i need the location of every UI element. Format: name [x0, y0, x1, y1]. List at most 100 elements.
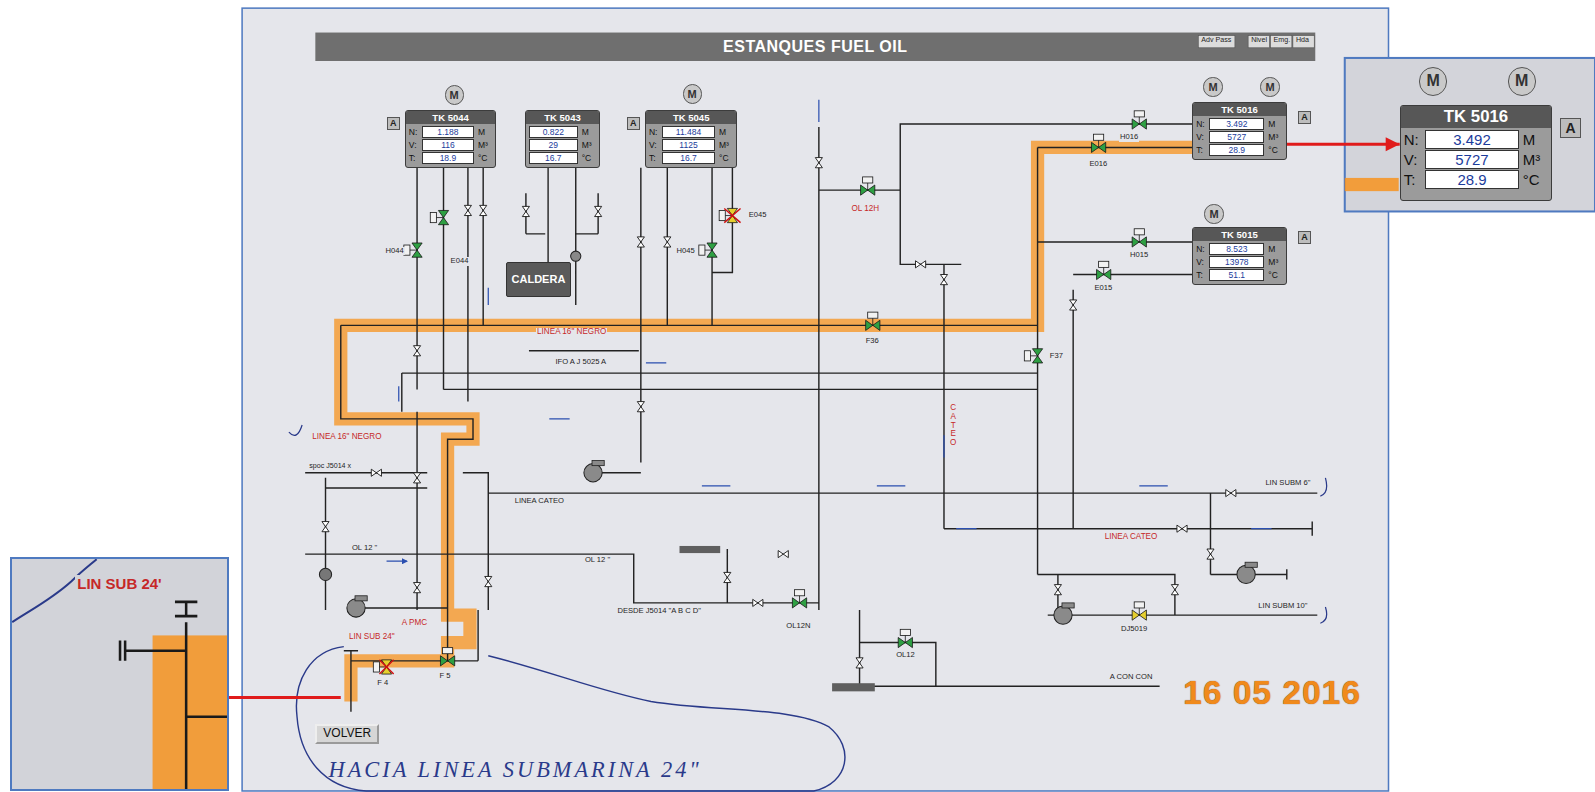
- valve-tag: OL12N: [785, 622, 811, 630]
- inset-label: LIN SUB 24': [75, 575, 163, 592]
- valve-tag: DJ5019: [1120, 625, 1148, 633]
- reading-unit: M: [476, 127, 492, 137]
- reading-unit: M: [1266, 244, 1282, 254]
- alarm-box: A: [627, 117, 640, 130]
- reading-unit: °C: [717, 153, 733, 163]
- motor-circle: M: [1260, 77, 1279, 96]
- node-text: CALDERA: [512, 273, 566, 286]
- node-text: M: [1427, 72, 1440, 90]
- tank-row: T:28.9°C: [1404, 170, 1549, 189]
- valve-tag: E015: [1094, 284, 1114, 292]
- valve-tag: H045: [675, 247, 695, 255]
- tank-name: TK 5016: [1193, 103, 1286, 116]
- tank-row: T:18.9°C: [409, 152, 493, 164]
- valve-tag: E016: [1088, 160, 1108, 168]
- tank-box: TK 50430.822M29M³16.7°C: [525, 110, 600, 168]
- valve-symbol: [1070, 300, 1077, 310]
- reading-label: T:: [1404, 171, 1424, 188]
- valve-symbol: [898, 629, 912, 647]
- valve-symbol: [1132, 229, 1146, 247]
- reading-value: 1125: [662, 139, 715, 151]
- line-name: OL 12H: [850, 205, 880, 214]
- reading-unit: M³: [580, 140, 596, 150]
- valve-tag: H015: [1129, 251, 1149, 259]
- valve-symbol: [480, 205, 487, 215]
- valve-symbol: [699, 243, 717, 257]
- valve-symbol: [753, 599, 763, 606]
- valve-tag: OL12: [895, 651, 916, 659]
- tank-row: T:28.9°C: [1196, 144, 1283, 156]
- tank-name: TK 5043: [526, 111, 599, 124]
- valve-symbol: [637, 237, 644, 247]
- valve-symbol: [637, 402, 644, 412]
- tank-row: T:16.7°C: [649, 152, 734, 164]
- alarm-box: A: [1298, 231, 1311, 244]
- valve-symbol: [404, 243, 422, 257]
- reading-label: T:: [1196, 270, 1207, 280]
- header-bar: [832, 683, 875, 691]
- tank-row: N:3.492M: [1196, 118, 1283, 130]
- line-name: CATEO: [948, 404, 958, 449]
- reading-value: 0.822: [529, 126, 578, 138]
- reading-unit: M: [1521, 131, 1549, 148]
- reading-unit: M: [1266, 119, 1282, 129]
- tank-row: V:13978M³: [1196, 256, 1283, 268]
- valve-tag: F 5: [438, 672, 451, 680]
- reading-label: V:: [649, 140, 660, 150]
- arrow-head: [1386, 137, 1400, 151]
- reading-value: 5727: [1209, 131, 1264, 143]
- alarm-box: A: [387, 117, 400, 130]
- check-mark: [289, 425, 1327, 623]
- tank-row: N:3.492M: [1404, 130, 1549, 149]
- reading-label: N:: [1196, 119, 1207, 129]
- reading-value: 16.7: [529, 152, 578, 164]
- screen-button: [1271, 36, 1292, 48]
- reading-value: 5727: [1425, 150, 1519, 169]
- reading-unit: M³: [1266, 132, 1282, 142]
- hand-drawn-cloud: [296, 647, 844, 791]
- node-text: M: [450, 89, 459, 102]
- tank-row: V:116M³: [409, 139, 493, 151]
- reading-label: T:: [1196, 145, 1207, 155]
- line-name: A PMC: [401, 619, 428, 628]
- tank-row: 0.822M: [529, 126, 596, 138]
- line-name: LINEA CATEO: [1104, 533, 1159, 542]
- button-label: Adv Pass: [1200, 37, 1232, 45]
- pump-symbol: [1054, 603, 1074, 624]
- reading-value: 18.9: [422, 152, 474, 164]
- filter-symbol: [571, 251, 581, 261]
- valve-symbol: [413, 473, 420, 483]
- highlight-route: [153, 635, 229, 791]
- reading-value: 8.523: [1209, 243, 1264, 255]
- reading-unit: °C: [1521, 171, 1549, 188]
- line-name: LIN SUBM 6": [1264, 479, 1311, 487]
- reading-value: 51.1: [1209, 269, 1264, 281]
- valve-symbol: [464, 205, 471, 215]
- valve-tag: F36: [865, 337, 880, 345]
- valve-symbol: [856, 658, 863, 668]
- screen-button: [1293, 36, 1314, 48]
- header-bar: [680, 546, 721, 553]
- diagram-title: ESTANQUES FUEL OIL: [315, 33, 1315, 61]
- node-text: A: [390, 118, 397, 128]
- node-text: A: [1566, 120, 1576, 136]
- zoom-inset: [10, 557, 229, 791]
- reading-value: 11.484: [662, 126, 715, 138]
- reading-unit: °C: [476, 153, 492, 163]
- node-text: M: [1208, 81, 1217, 94]
- reading-label: N:: [409, 127, 420, 137]
- motor-circle: M: [1204, 204, 1223, 223]
- line-name: IFO A J 5025 A: [554, 358, 607, 366]
- valve-symbol: [595, 206, 602, 216]
- tank-box: TK 5016N:3.492MV:5727M³T:28.9°C: [1400, 105, 1553, 202]
- node-text: A: [1301, 232, 1308, 242]
- reading-label: V:: [1404, 151, 1424, 168]
- tank-row: 16.7°C: [529, 152, 596, 164]
- valve-tag: H044: [385, 247, 405, 255]
- reading-label: N:: [1196, 244, 1207, 254]
- reading-unit: M³: [476, 140, 492, 150]
- valve-symbol: [940, 275, 947, 285]
- node-text: M: [688, 88, 697, 101]
- filter-symbol: [319, 568, 331, 580]
- tank-row: T:51.1°C: [1196, 269, 1283, 281]
